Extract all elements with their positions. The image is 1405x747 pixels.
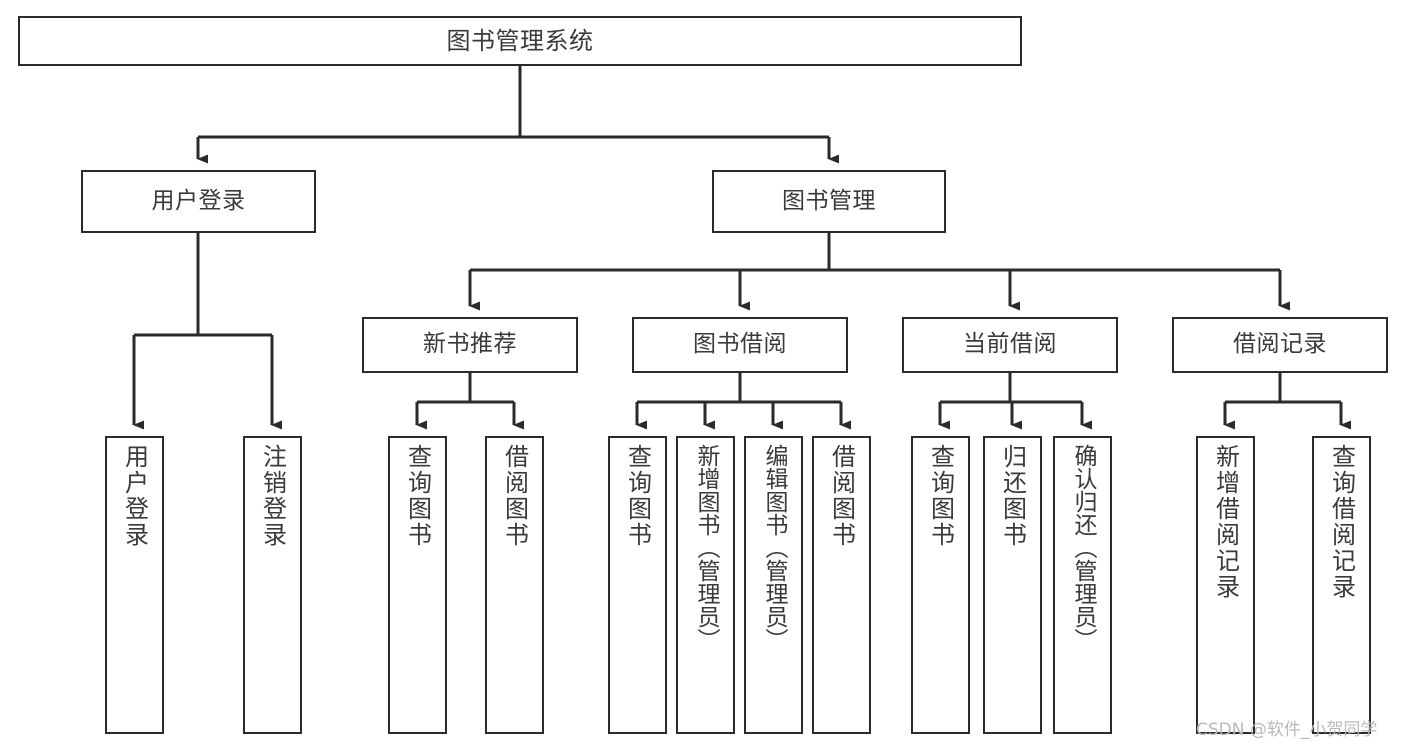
leaf-edit-book-label: 编辑图书（管理员） xyxy=(761,444,787,651)
leaf-add-book[interactable]: 新增图书（管理员） xyxy=(676,436,735,734)
node-root-label: 图书管理系统 xyxy=(446,26,594,55)
node-book-borrow[interactable]: 图书借阅 xyxy=(632,317,848,373)
leaf-borrow-book-2[interactable]: 借阅图书 xyxy=(812,436,871,734)
leaf-query-book-3-label: 查询图书 xyxy=(926,444,955,548)
leaf-confirm-return-label: 确认归还（管理员） xyxy=(1070,444,1096,651)
node-book-borrow-label: 图书借阅 xyxy=(693,331,787,358)
leaf-query-borrow-record-label: 查询借阅记录 xyxy=(1327,444,1356,600)
leaf-return-book[interactable]: 归还图书 xyxy=(983,436,1042,734)
node-new-book-recommend[interactable]: 新书推荐 xyxy=(362,317,578,373)
leaf-user-login[interactable]: 用户登录 xyxy=(105,436,164,734)
leaf-add-borrow-record-label: 新增借阅记录 xyxy=(1211,444,1240,600)
leaf-borrow-book-1-label: 借阅图书 xyxy=(500,444,529,548)
node-new-book-recommend-label: 新书推荐 xyxy=(423,331,517,358)
leaf-logout[interactable]: 注销登录 xyxy=(243,436,302,734)
leaf-borrow-book-1[interactable]: 借阅图书 xyxy=(485,436,544,734)
node-book-manage-label: 图书管理 xyxy=(782,187,876,214)
node-book-manage[interactable]: 图书管理 xyxy=(712,170,946,233)
node-current-borrow[interactable]: 当前借阅 xyxy=(902,317,1118,373)
leaf-query-book-2[interactable]: 查询图书 xyxy=(608,436,667,734)
leaf-add-book-label: 新增图书（管理员） xyxy=(693,444,719,651)
node-current-borrow-label: 当前借阅 xyxy=(963,331,1057,358)
node-borrow-record[interactable]: 借阅记录 xyxy=(1172,317,1388,373)
leaf-query-book-1[interactable]: 查询图书 xyxy=(388,436,447,734)
leaf-logout-label: 注销登录 xyxy=(258,444,287,548)
node-root-system[interactable]: 图书管理系统 xyxy=(18,16,1022,66)
leaf-borrow-book-2-label: 借阅图书 xyxy=(827,444,856,548)
leaf-query-borrow-record[interactable]: 查询借阅记录 xyxy=(1312,436,1371,734)
watermark-text: CSDN @软件_小贺同学 xyxy=(1196,720,1378,740)
leaf-query-book-2-label: 查询图书 xyxy=(623,444,652,548)
leaf-query-book-1-label: 查询图书 xyxy=(403,444,432,548)
leaf-query-book-3[interactable]: 查询图书 xyxy=(911,436,970,734)
node-borrow-record-label: 借阅记录 xyxy=(1233,331,1327,358)
node-user-login-label: 用户登录 xyxy=(151,187,246,214)
leaf-edit-book[interactable]: 编辑图书（管理员） xyxy=(744,436,803,734)
leaf-confirm-return[interactable]: 确认归还（管理员） xyxy=(1053,436,1112,734)
leaf-return-book-label: 归还图书 xyxy=(998,444,1027,548)
node-user-login[interactable]: 用户登录 xyxy=(81,170,316,233)
leaf-add-borrow-record[interactable]: 新增借阅记录 xyxy=(1196,436,1255,734)
leaf-user-login-label: 用户登录 xyxy=(120,444,149,548)
